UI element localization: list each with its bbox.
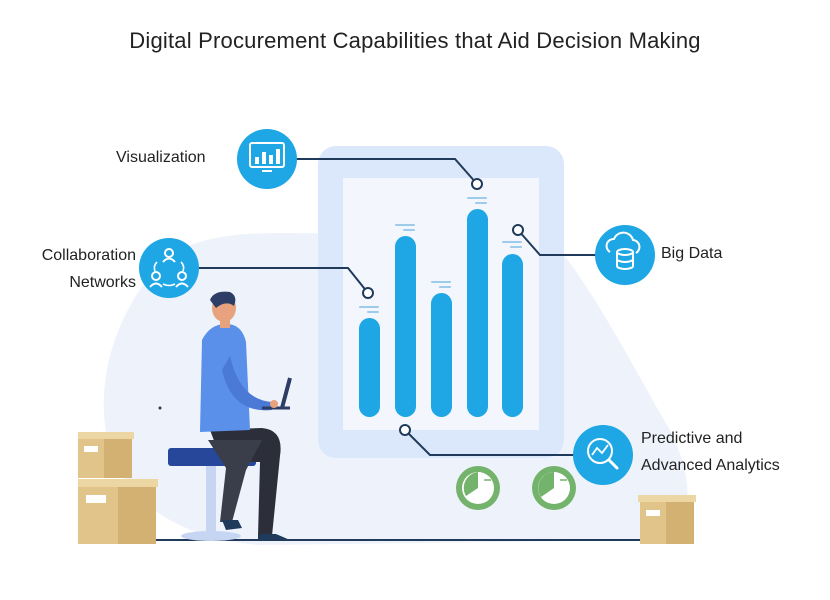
connector-lines: [199, 158, 596, 456]
diagram-title: Digital Procurement Capabilities that Ai…: [129, 28, 701, 53]
gauge-icon: [532, 466, 576, 510]
chart-bar: [359, 318, 380, 417]
chart-bar: [502, 254, 523, 417]
box-icon: [78, 479, 158, 544]
box-icon: [78, 432, 134, 478]
gauge-icon: [456, 466, 500, 510]
chart-bar: [467, 209, 488, 417]
person-illustration: [200, 291, 292, 540]
label-visualization: Visualization: [116, 149, 206, 166]
people-network-icon: [139, 238, 199, 298]
chart-bar: [431, 293, 452, 417]
magnifier-chart-icon: [573, 425, 633, 485]
bar-dashes: [359, 197, 522, 313]
label-big-data: Big Data: [661, 245, 723, 262]
cloud-database-icon: [595, 225, 655, 285]
connector-dots: [362, 178, 524, 436]
bar-group: [359, 209, 523, 417]
box-icon: [638, 495, 696, 544]
monitor-chart-icon: [237, 129, 297, 189]
chart-bar: [395, 236, 416, 417]
